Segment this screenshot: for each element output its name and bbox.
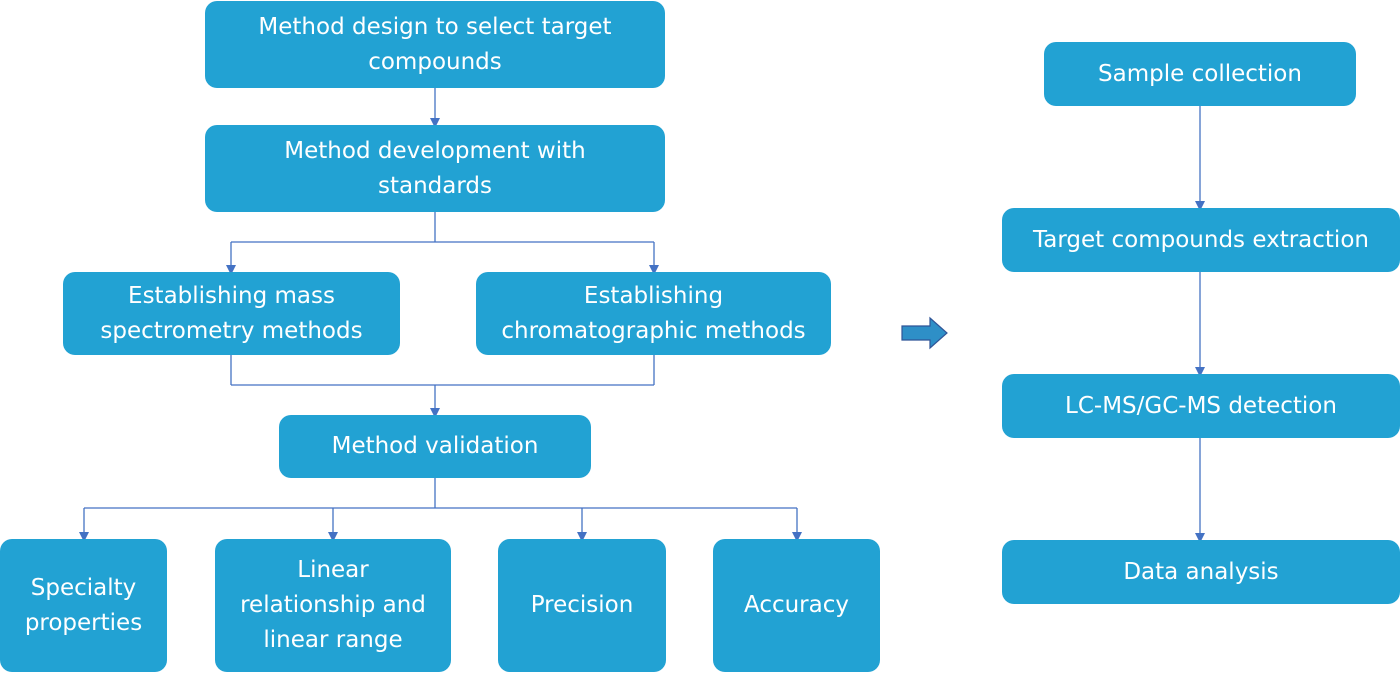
validation-precision: Precision [498, 539, 666, 672]
right-step-detection: LC-MS/GC-MS detection [1002, 374, 1400, 438]
step-mass-spectrometry: Establishing mass spectrometry methods [63, 272, 400, 355]
validation-linear: Linear relationship and linear range [215, 539, 451, 672]
step-chromatographic: Establishing chromatographic methods [476, 272, 831, 355]
step-method-validation: Method validation [279, 415, 591, 478]
validation-accuracy: Accuracy [713, 539, 880, 672]
step-method-development: Method development with standards [205, 125, 665, 212]
right-step-extraction: Target compounds extraction [1002, 208, 1400, 272]
right-step-data-analysis: Data analysis [1002, 540, 1400, 604]
step-method-design: Method design to select target compounds [205, 1, 665, 88]
right-arrow-icon [901, 316, 948, 350]
validation-specialty: Specialty properties [0, 539, 167, 672]
right-step-sample-collection: Sample collection [1044, 42, 1356, 106]
